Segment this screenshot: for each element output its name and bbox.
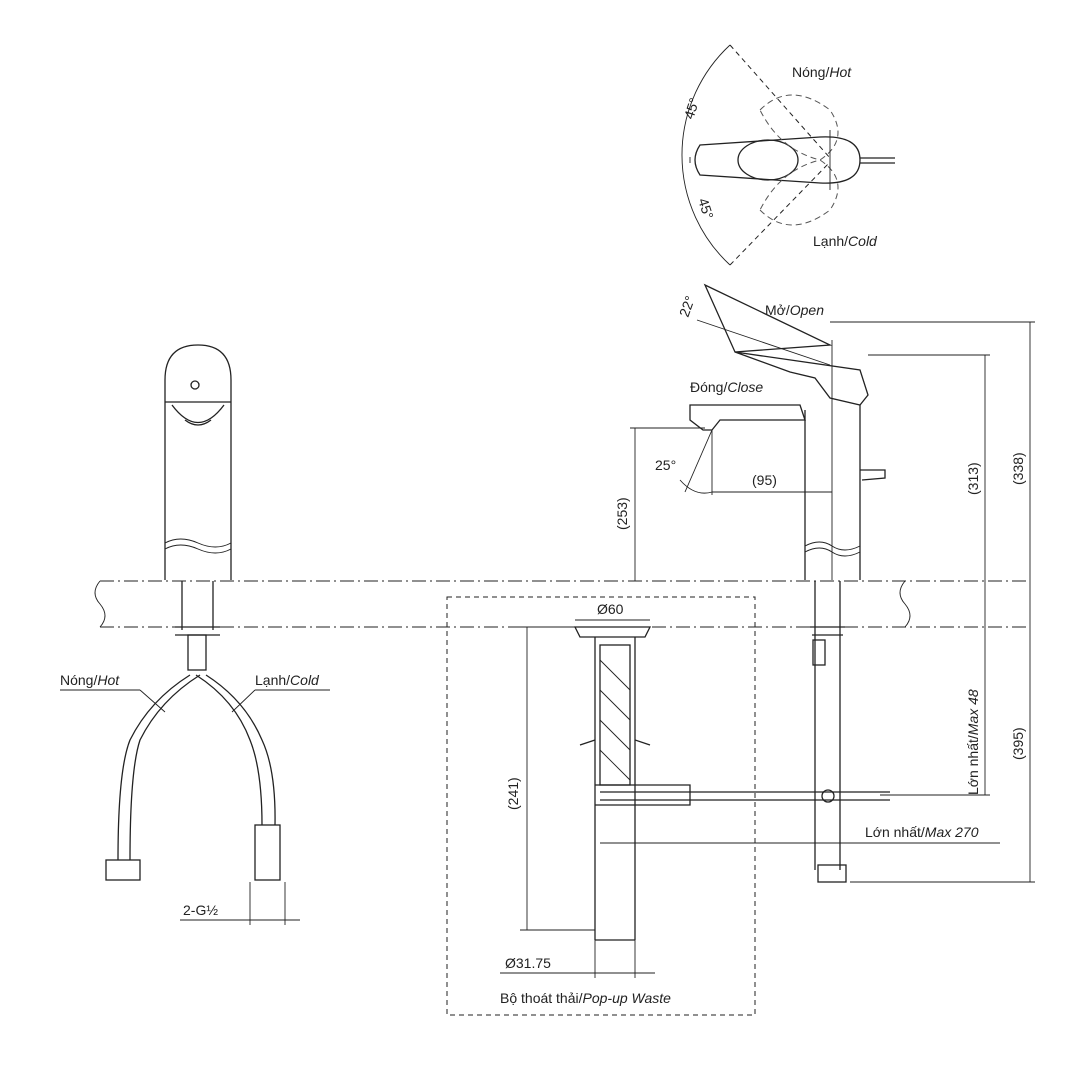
hot-label: Nóng/Hot bbox=[792, 64, 852, 80]
cold-label: Lạnh/Cold bbox=[813, 233, 878, 249]
angle-cold-label: 45° bbox=[695, 196, 717, 221]
close-label: Đóng/Close bbox=[690, 379, 763, 395]
reach-dim: (95) bbox=[752, 472, 777, 488]
open-angle-label: 22° bbox=[676, 294, 698, 319]
below-height-dim: (395) bbox=[1010, 727, 1026, 760]
front-cold-label: Lạnh/Cold bbox=[255, 672, 320, 688]
front-view: Nóng/Hot Lạnh/Cold 2-G½ bbox=[60, 344, 330, 925]
popup-height-dim: (241) bbox=[505, 777, 521, 810]
popup-waste-label: Bộ thoát thải/Pop-up Waste bbox=[500, 990, 671, 1006]
top-diameter-dim: Ø60 bbox=[597, 601, 624, 617]
thread-size-label: 2-G½ bbox=[183, 902, 218, 918]
max270-dim: Lớn nhất/Max 270 bbox=[865, 824, 979, 840]
front-hot-label: Nóng/Hot bbox=[60, 672, 120, 688]
open-label: Mở/Open bbox=[765, 302, 824, 318]
spout-angle-label: 25° bbox=[655, 457, 676, 473]
countertop bbox=[94, 580, 1030, 628]
angle-hot-label: 45° bbox=[681, 96, 703, 121]
open-height-dim: (338) bbox=[1010, 452, 1026, 485]
top-view: Nóng/Hot Lạnh/Cold 45° 45° bbox=[681, 44, 895, 266]
pipe-diameter-dim: Ø31.75 bbox=[505, 955, 551, 971]
body-height-dim: (313) bbox=[965, 462, 981, 495]
side-view: 22° Mở/Open Đóng/Close (253) 25° (95) (3… bbox=[600, 283, 1035, 883]
max48-dim: Lớn nhất/Max 48 bbox=[965, 689, 981, 795]
popup-waste-detail: Ø60 (241) Ø31.75 Bộ thoát thải/Pop-up Wa… bbox=[446, 596, 756, 1016]
spout-height-dim: (253) bbox=[614, 497, 630, 530]
